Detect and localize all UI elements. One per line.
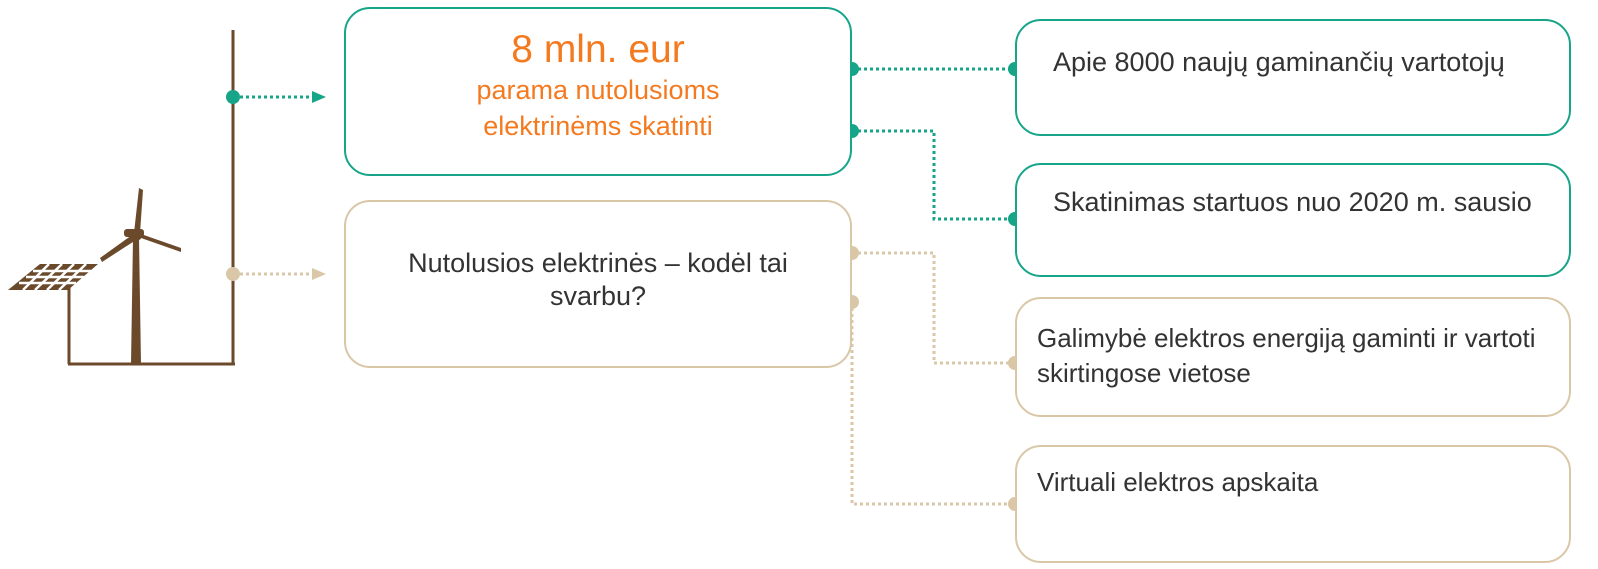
info-box-remote-generation: Galimybė elektros energiją gaminti ir va… [1015, 297, 1571, 417]
funding-amount: 8 mln. eur [511, 28, 685, 71]
funding-box: 8 mln. eur parama nutolusioms elektrinėm… [344, 7, 852, 176]
info-text: Skatinimas startuos nuo 2020 m. sausio [1053, 187, 1532, 217]
info-text: Virtuali elektros apskaita [1037, 467, 1319, 497]
energy-frame [67, 30, 235, 366]
info-box-virtual-metering: Virtuali elektros apskaita [1015, 445, 1571, 563]
solar-panel-icon [8, 263, 98, 291]
arrow-to-question-box [226, 267, 326, 281]
info-text: Apie 8000 naujų gaminančių vartotojų [1053, 47, 1505, 77]
info-text: Galimybė elektros energiją gaminti ir va… [1037, 323, 1536, 388]
funding-subtitle-line2: elektrinėms skatinti [483, 111, 713, 141]
wind-turbine-icon [100, 188, 181, 364]
info-box-start-date: Skatinimas startuos nuo 2020 m. sausio [1015, 163, 1571, 277]
info-box-consumers: Apie 8000 naujų gaminančių vartotojų [1015, 19, 1571, 136]
teal-connectors [852, 67, 1015, 221]
arrow-to-main-box [226, 90, 326, 104]
question-text: Nutolusios elektrinės – kodėl tai svarbu… [408, 248, 788, 311]
question-box: Nutolusios elektrinės – kodėl tai svarbu… [344, 200, 852, 368]
funding-subtitle-line1: parama nutolusioms [476, 75, 720, 105]
tan-connectors [850, 251, 1015, 506]
